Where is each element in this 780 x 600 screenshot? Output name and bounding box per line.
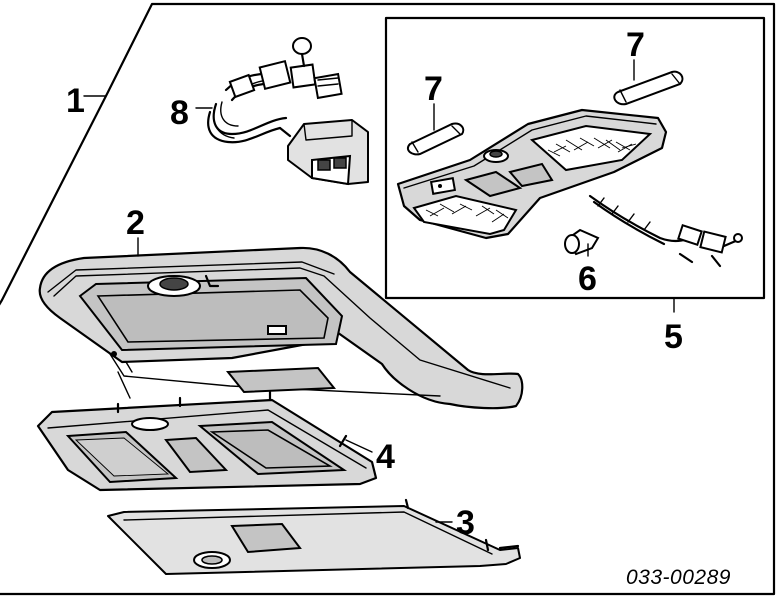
cover-panel-illustration bbox=[107, 498, 521, 575]
callout-7-right: 7 bbox=[626, 26, 645, 64]
wiring-harness-illustration bbox=[207, 37, 369, 186]
inset-box bbox=[384, 16, 766, 300]
callout-2: 2 bbox=[126, 204, 145, 242]
leader-lines bbox=[83, 59, 675, 523]
leader-4 bbox=[345, 439, 373, 453]
wedge-bulb-illustration bbox=[564, 228, 600, 256]
callout-8: 8 bbox=[170, 94, 189, 132]
callout-4: 4 bbox=[376, 438, 395, 476]
bezel-frame-illustration bbox=[36, 390, 378, 492]
callout-5: 5 bbox=[664, 318, 683, 356]
festoon-bulb-right-illustration bbox=[613, 70, 684, 106]
festoon-bulb-left-illustration bbox=[406, 122, 465, 156]
callout-1: 1 bbox=[66, 82, 85, 120]
map-lamp-assembly-illustration bbox=[396, 108, 743, 268]
callout-7-left: 7 bbox=[424, 70, 443, 108]
roof-console-illustration bbox=[38, 246, 524, 410]
catalog-number: 033-00289 bbox=[626, 566, 731, 589]
callout-6: 6 bbox=[578, 260, 597, 298]
callout-3: 3 bbox=[456, 504, 475, 542]
